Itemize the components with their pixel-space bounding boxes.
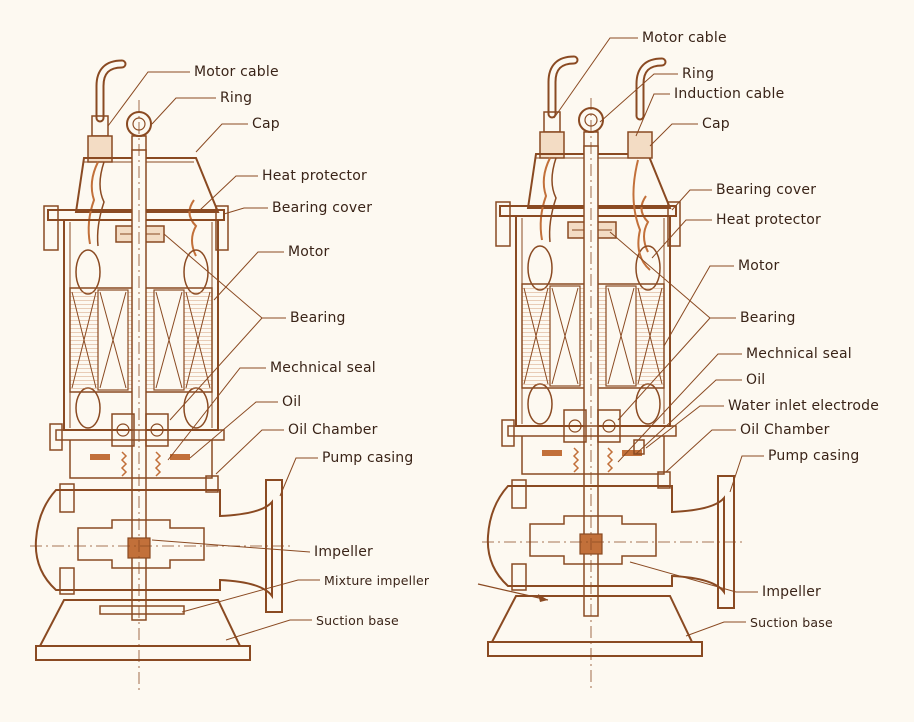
label-ring-right: Ring bbox=[682, 66, 715, 82]
label-motor-right: Motor bbox=[738, 258, 780, 274]
mixture-impeller-blade bbox=[99, 605, 185, 615]
label-mechanical-seal-right: Mechnical seal bbox=[746, 346, 852, 362]
label-oil-chamber: Oil Chamber bbox=[288, 422, 378, 438]
label-oil-chamber-right: Oil Chamber bbox=[740, 422, 830, 438]
label-impeller: Impeller bbox=[314, 544, 374, 560]
label-bearing-right: Bearing bbox=[740, 310, 796, 326]
label-bearing-cover-right: Bearing cover bbox=[716, 182, 817, 198]
label-oil-right: Oil bbox=[746, 372, 766, 388]
label-ring: Ring bbox=[220, 90, 253, 106]
label-cap: Cap bbox=[252, 116, 280, 132]
label-oil: Oil bbox=[282, 394, 302, 410]
label-induction-cable: Induction cable bbox=[674, 86, 785, 102]
label-suction-base-right: Suction base bbox=[750, 615, 833, 630]
label-pump-casing: Pump casing bbox=[322, 450, 414, 466]
left-pump-drawing bbox=[30, 64, 290, 690]
label-water-inlet-electrode: Water inlet electrode bbox=[728, 398, 880, 414]
label-mixture-impeller: Mixture impeller bbox=[324, 573, 430, 588]
label-bearing-cover: Bearing cover bbox=[272, 200, 373, 216]
label-motor-cable: Motor cable bbox=[194, 64, 279, 80]
label-motor: Motor bbox=[288, 244, 330, 260]
right-pump-drawing bbox=[477, 60, 742, 690]
label-cap-right: Cap bbox=[702, 116, 730, 132]
label-bearing: Bearing bbox=[290, 310, 346, 326]
label-suction-base: Suction base bbox=[316, 613, 399, 628]
label-motor-cable-right: Motor cable bbox=[642, 30, 727, 46]
label-pump-casing-right: Pump casing bbox=[768, 448, 860, 464]
right-leader-lines bbox=[553, 37, 764, 637]
label-mechanical-seal: Mechnical seal bbox=[270, 360, 376, 376]
label-impeller-right: Impeller bbox=[762, 584, 822, 600]
label-heat-protector-right: Heat protector bbox=[716, 212, 821, 228]
label-heat-protector: Heat protector bbox=[262, 168, 367, 184]
left-leader-lines bbox=[107, 71, 320, 641]
